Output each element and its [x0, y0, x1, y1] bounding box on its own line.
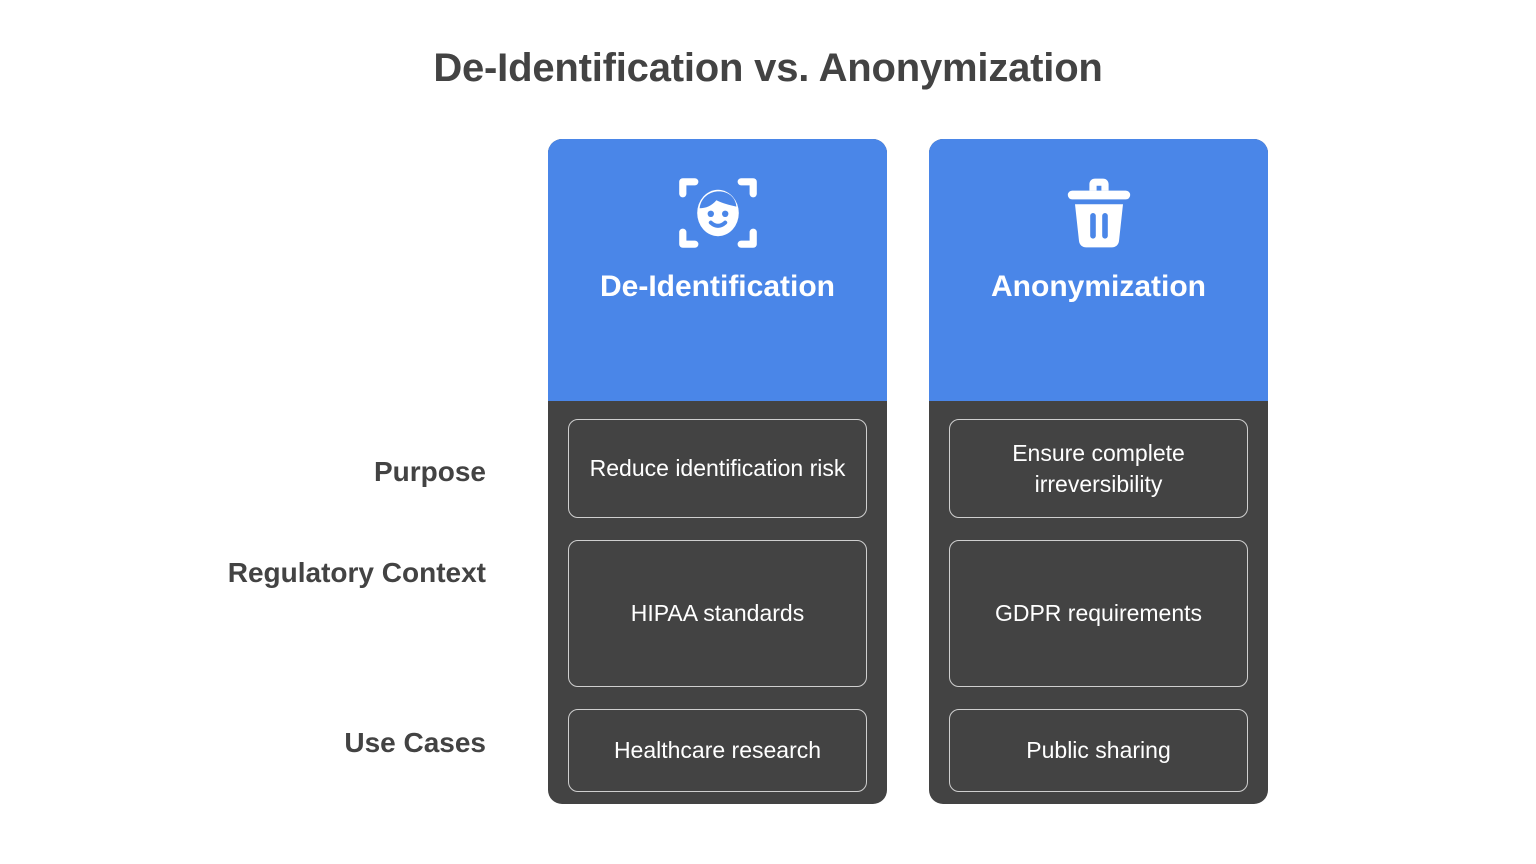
cell-de-identification-purpose[interactable]: Reduce identification risk	[568, 419, 867, 518]
cell-anonymization-regulatory-context[interactable]: GDPR requirements	[949, 540, 1248, 687]
card-title-de-identification: De-Identification	[599, 270, 835, 303]
row-label-regulatory-context: Regulatory Context	[227, 557, 486, 588]
card-title-anonymization: Anonymization	[991, 270, 1206, 303]
comparison-card-anonymization[interactable]: Anonymization Ensure complete irreversib…	[929, 139, 1268, 804]
card-header-de-identification: De-Identification	[548, 139, 887, 401]
card-header-anonymization: Anonymization	[929, 139, 1268, 401]
cell-anonymization-use-cases[interactable]: Public sharing	[949, 709, 1248, 792]
cell-anonymization-purpose[interactable]: Ensure complete irreversibility	[949, 419, 1248, 518]
face-scan-icon	[678, 178, 757, 248]
page-title: De-Identification vs. Anonymization	[433, 46, 1103, 90]
row-label-use-cases: Use Cases	[344, 727, 486, 758]
card-body-anonymization: Ensure complete irreversibility GDPR req…	[929, 401, 1268, 804]
comparison-card-de-identification[interactable]: De-Identification Reduce identification …	[548, 139, 887, 804]
row-label-column: Purpose Regulatory Context Use Cases	[150, 139, 486, 804]
trash-icon	[1067, 178, 1130, 248]
row-label-purpose: Purpose	[373, 456, 486, 487]
card-body-de-identification: Reduce identification risk HIPAA standar…	[548, 401, 887, 804]
cell-de-identification-regulatory-context[interactable]: HIPAA standards	[568, 540, 867, 687]
cell-de-identification-use-cases[interactable]: Healthcare research	[568, 709, 867, 792]
comparison-grid: Purpose Regulatory Context Use Cases	[0, 139, 1536, 804]
